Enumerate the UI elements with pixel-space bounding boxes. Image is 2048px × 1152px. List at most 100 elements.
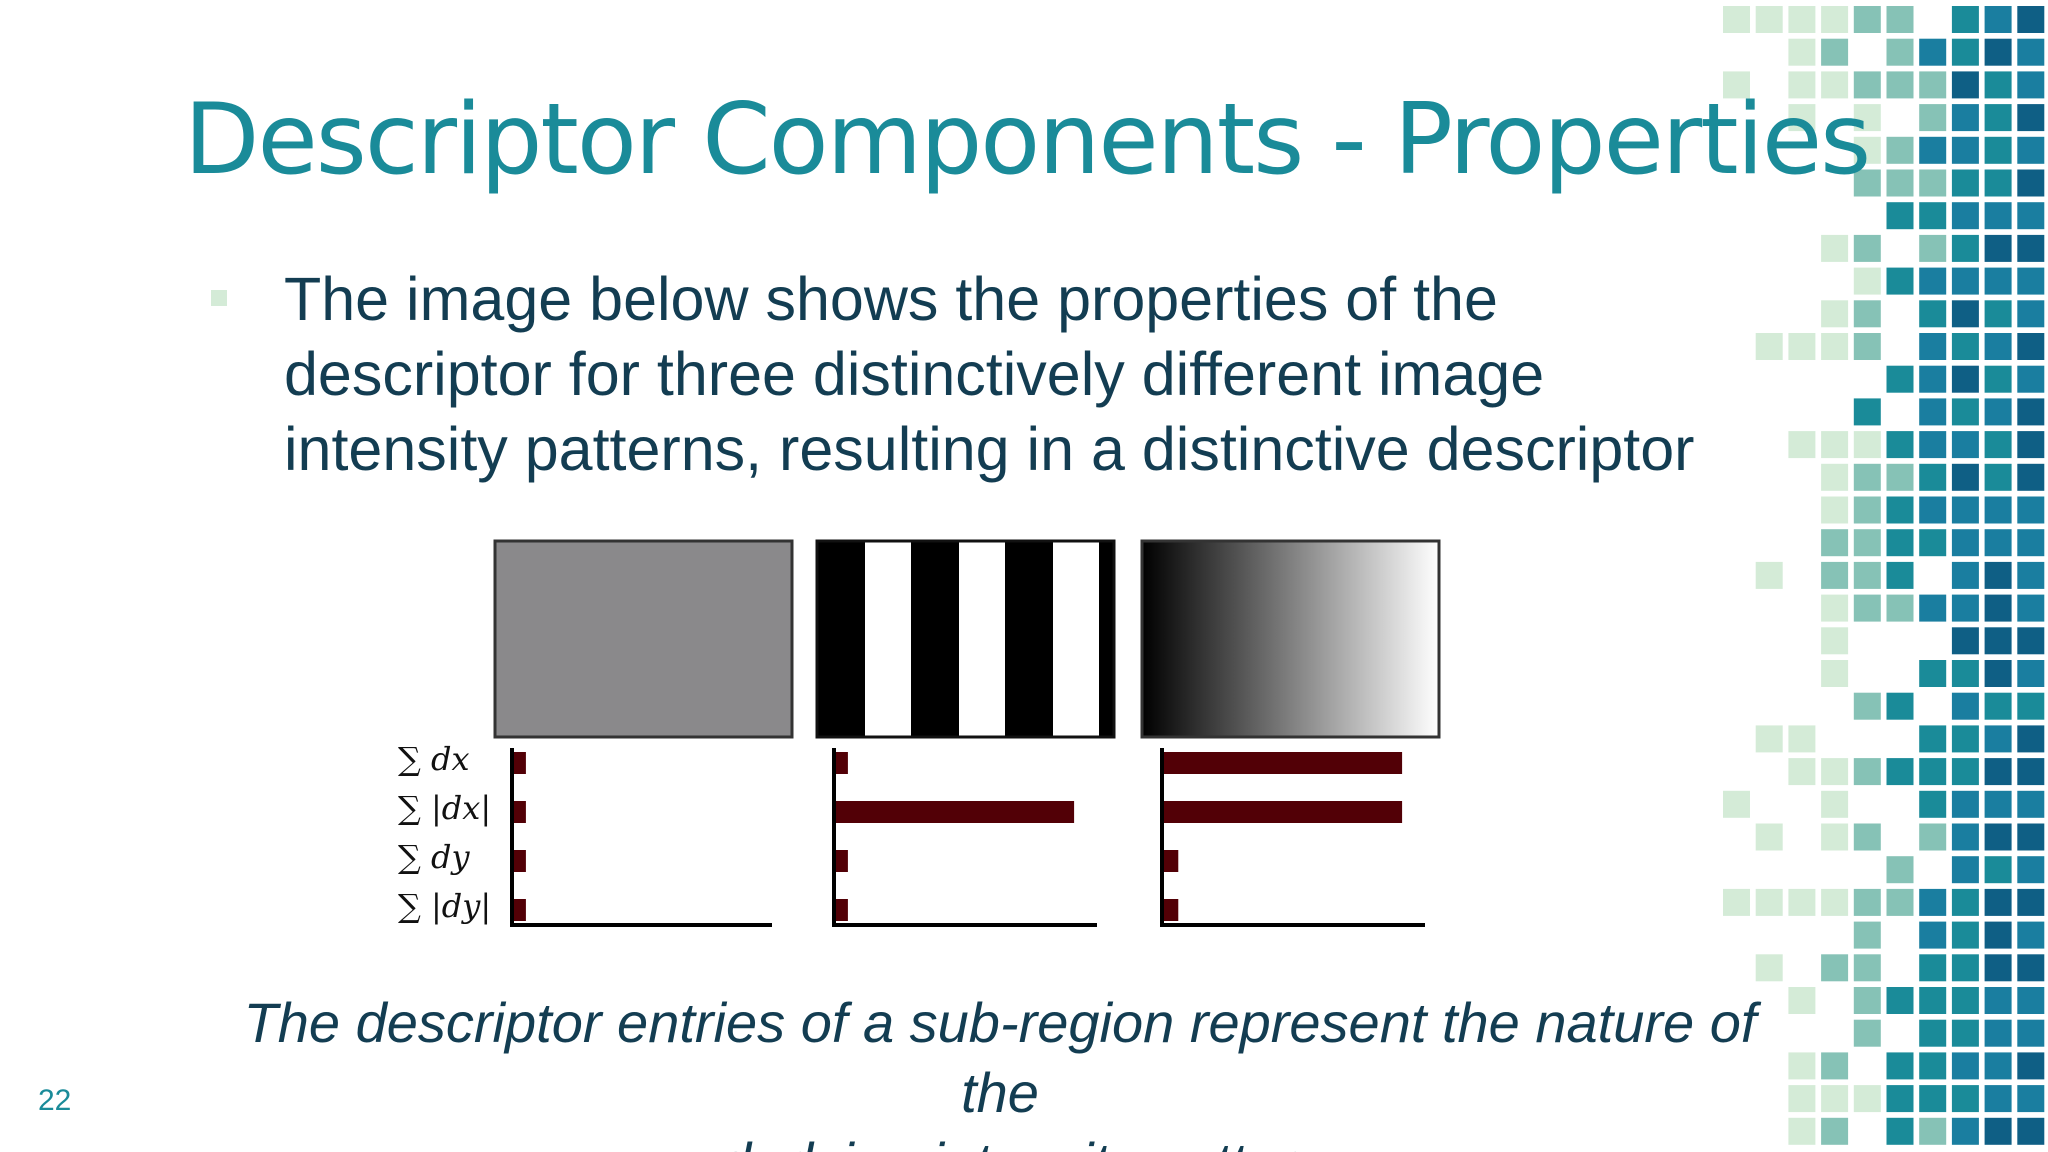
mosaic-tile (2017, 954, 2045, 982)
mosaic-tile (1821, 1052, 1849, 1080)
mosaic-tile (1723, 6, 1750, 33)
descriptor-bar (836, 899, 848, 921)
descriptor-bar (1164, 850, 1179, 872)
mosaic-tile (1984, 660, 2012, 687)
mosaic-tile (1755, 725, 1783, 753)
mosaic-tile (1853, 987, 1881, 1014)
mosaic-tile (1951, 856, 1979, 884)
caption-line-1: The descriptor entries of a sub-region r… (243, 991, 1757, 1124)
mosaic-tile (2017, 71, 2045, 99)
mosaic-tile (1788, 987, 1816, 1014)
mosaic-tile (1821, 790, 1849, 818)
mosaic-tile (1821, 71, 1849, 99)
mosaic-tile (1853, 431, 1881, 459)
mosaic-tile (1951, 463, 1979, 491)
mosaic-tile (1984, 104, 2012, 132)
mosaic-tile (1853, 463, 1881, 491)
mosaic-tile (1821, 1117, 1849, 1145)
mosaic-tile (1886, 856, 1914, 884)
mosaic-tile (1853, 71, 1881, 99)
mosaic-tile (1723, 71, 1750, 99)
mosaic-tile (1821, 38, 1849, 66)
mosaic-tile (2017, 136, 2045, 164)
mosaic-tile (1886, 1117, 1914, 1145)
pattern-stripes-image (815, 539, 1116, 739)
mosaic-tile (1919, 758, 1947, 786)
mosaic-tile (1821, 1085, 1849, 1113)
category-label: ∑ dx (398, 740, 470, 778)
mosaic-tile (2017, 431, 2045, 459)
mosaic-tile (1919, 300, 1947, 328)
mosaic-tile (1951, 692, 1979, 720)
mosaic-tile (1853, 169, 1881, 197)
mosaic-tile (1723, 790, 1750, 818)
descriptor-bar (836, 752, 848, 774)
mosaic-tile (1853, 594, 1881, 622)
mosaic-tile (2017, 38, 2045, 66)
mosaic-tile (1886, 758, 1914, 786)
mosaic-tile (1984, 1085, 2012, 1113)
mosaic-tile (1951, 921, 1979, 949)
mosaic-tile (1853, 1019, 1881, 1047)
mosaic-tile (1853, 823, 1881, 851)
mosaic-tile (1984, 954, 2012, 982)
mosaic-tile (1788, 6, 1816, 33)
mosaic-tile (1755, 888, 1783, 916)
mosaic-tile (1984, 790, 2012, 818)
mosaic-tile (1853, 758, 1881, 786)
pattern-uniform-image (493, 539, 794, 739)
mosaic-tile (1886, 529, 1914, 557)
mosaic-tile (1919, 954, 1947, 982)
bars-group (514, 752, 1403, 921)
mosaic-tile (2017, 202, 2045, 230)
mosaic-tile (1821, 529, 1849, 557)
mosaic-tile (2017, 594, 2045, 622)
mosaic-tile (1853, 300, 1881, 328)
mosaic-tile (1886, 496, 1914, 524)
mosaic-tile (1951, 987, 1979, 1014)
mosaic-tile (1853, 529, 1881, 557)
mosaic-tile (2017, 234, 2045, 262)
mosaic-tile (1853, 1085, 1881, 1113)
mosaic-tile (2017, 856, 2045, 884)
mosaic-tile (1919, 365, 1947, 393)
category-label: ∑ |dy| (398, 887, 491, 925)
mosaic-tile (1886, 692, 1914, 720)
mosaic-tile (1853, 561, 1881, 589)
mosaic-tile (1788, 758, 1816, 786)
mosaic-tile (1919, 431, 1947, 459)
mosaic-tile (1919, 594, 1947, 622)
mosaic-tile (1951, 267, 1979, 295)
mosaic-tile (1886, 594, 1914, 622)
mosaic-tile (1919, 1117, 1947, 1145)
caption-line-2: underlying intensity pattern. (658, 1131, 1343, 1152)
mosaic-tile (2017, 6, 2045, 33)
mosaic-tile (2017, 725, 2045, 753)
mosaic-tile (2017, 660, 2045, 687)
mosaic-tile (1951, 1085, 1979, 1113)
mosaic-tile (1984, 627, 2012, 655)
descriptor-bar (514, 899, 526, 921)
mosaic-tile (1821, 496, 1849, 524)
mosaic-tile (2017, 561, 2045, 589)
mosaic-tile (2017, 300, 2045, 328)
descriptor-bar (1164, 801, 1403, 823)
mosaic-tile (1853, 104, 1881, 132)
mosaic-tile (2017, 333, 2045, 360)
mosaic-tile (2017, 398, 2045, 426)
mosaic-tile (1951, 300, 1979, 328)
mosaic-tile (1886, 431, 1914, 459)
mosaic-tile (1886, 267, 1914, 295)
mosaic-tile (1919, 398, 1947, 426)
category-label: ∑ |dx| (398, 789, 491, 827)
mosaic-tile (1984, 1019, 2012, 1047)
mosaic-tile (1951, 431, 1979, 459)
mosaic-tile (1821, 758, 1849, 786)
mosaic-tile (1984, 823, 2012, 851)
mosaic-tile (1951, 136, 1979, 164)
mosaic-tile (1984, 398, 2012, 426)
mosaic-tile (1788, 1085, 1816, 1113)
mosaic-tile (1984, 496, 2012, 524)
bullet-text: The image below shows the properties of … (284, 265, 1695, 483)
